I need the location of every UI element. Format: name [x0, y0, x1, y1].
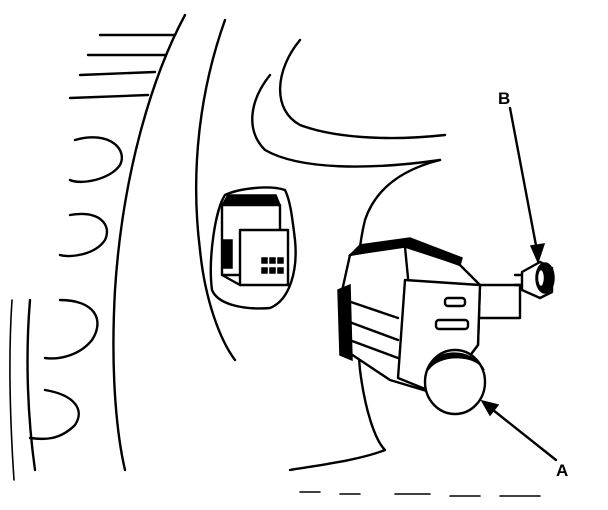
callout-label-a: A: [556, 461, 568, 480]
callout-label-b: B: [498, 89, 510, 108]
retainer-clip-icon: [513, 260, 555, 300]
bumper-panel: [112, 13, 541, 497]
grille-slats: [9, 33, 177, 481]
connector-icon: [209, 186, 297, 310]
parking-sensor-icon: [337, 237, 522, 416]
callout-a-leader: [480, 399, 558, 462]
callout-b-leader: [508, 106, 546, 265]
